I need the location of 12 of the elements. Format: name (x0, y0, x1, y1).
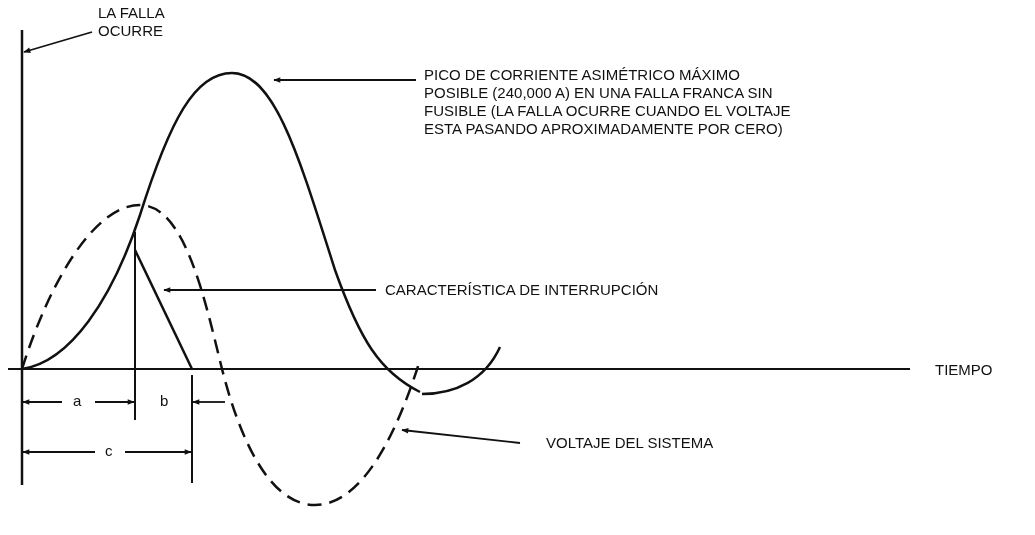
leader-line (163, 287, 377, 293)
dimension-label: c (105, 442, 113, 460)
axis-label: TIEMPO (935, 361, 993, 379)
callout-text: VOLTAJE DEL SISTEMA (546, 434, 846, 452)
leader-line (23, 31, 93, 53)
callout-text: LA FALLA OCURRE (98, 4, 218, 40)
callout-text: CARACTERÍSTICA DE INTERRUPCIÓN (385, 281, 805, 299)
leader-line (273, 77, 417, 83)
dimension-label: a (73, 392, 82, 410)
leader-line (401, 427, 521, 444)
callout-text: PICO DE CORRIENTE ASIMÉTRICO MÁXIMO POSIBLE (240,000 A) EN UNA FALLA FRANCA SIN FUSIBLE (LA FALLA OCURRE CUANDO EL VOLTAJE ESTA PASANDO APROXIMADAMENTE POR CERO) (424, 66, 804, 138)
dimension-label: b (160, 392, 169, 410)
